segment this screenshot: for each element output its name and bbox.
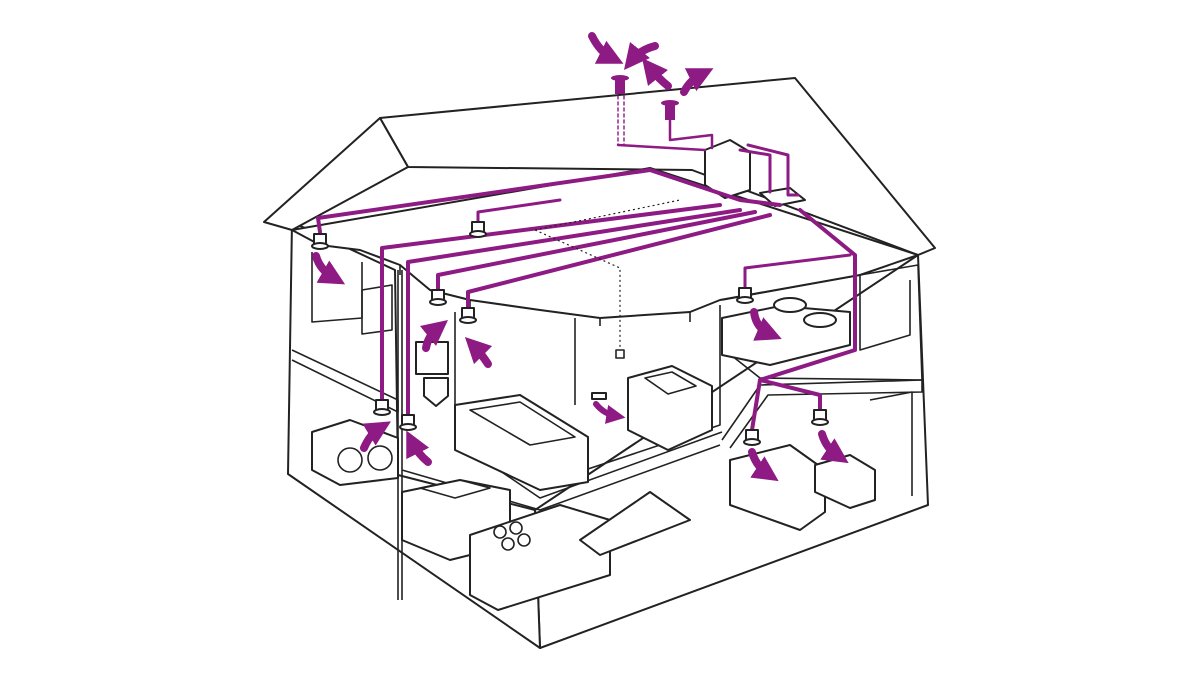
airflow-arrow-icon [360,421,391,452]
airflow-arrow-icon [312,252,346,285]
ceiling-vents [311,221,829,446]
sink-vanity [627,365,713,451]
ventilation-system [316,75,857,432]
airflow-arrow-icon [464,336,493,368]
floor-vent [591,392,607,400]
ceiling-vent-icon [811,409,829,426]
furniture [311,297,876,611]
ceiling-vent-icon [469,221,487,238]
toilet [415,341,449,407]
airflow-arrow-icon [420,320,448,352]
ceiling-vent-icon [459,307,477,324]
airflow-arrows [312,32,849,482]
airflow-arrow-icon [593,401,626,424]
ceiling-vent-icon [743,429,761,446]
airflow-arrow-icon [748,448,779,482]
airflow-arrow-icon [642,58,672,90]
airflow-arrow-icon [624,42,659,70]
ceiling-vent-icon [373,399,391,416]
airflow-arrow-icon [406,430,432,466]
kitchen-counter [401,479,691,611]
ventilation-unit-icon [704,139,806,207]
ceiling-vent-icon [311,233,329,250]
ceiling-vent-icon [429,289,447,306]
roof-terminal-icon [611,75,679,120]
ceiling-vent-icon [399,414,417,431]
airflow-arrow-icon [680,68,714,96]
ceiling-vent-icon [736,287,754,304]
bathtub [454,394,589,491]
airflow-arrow-icon [588,32,624,64]
airflow-arrow-icon [750,308,782,341]
airflow-arrow-icon [818,430,849,464]
